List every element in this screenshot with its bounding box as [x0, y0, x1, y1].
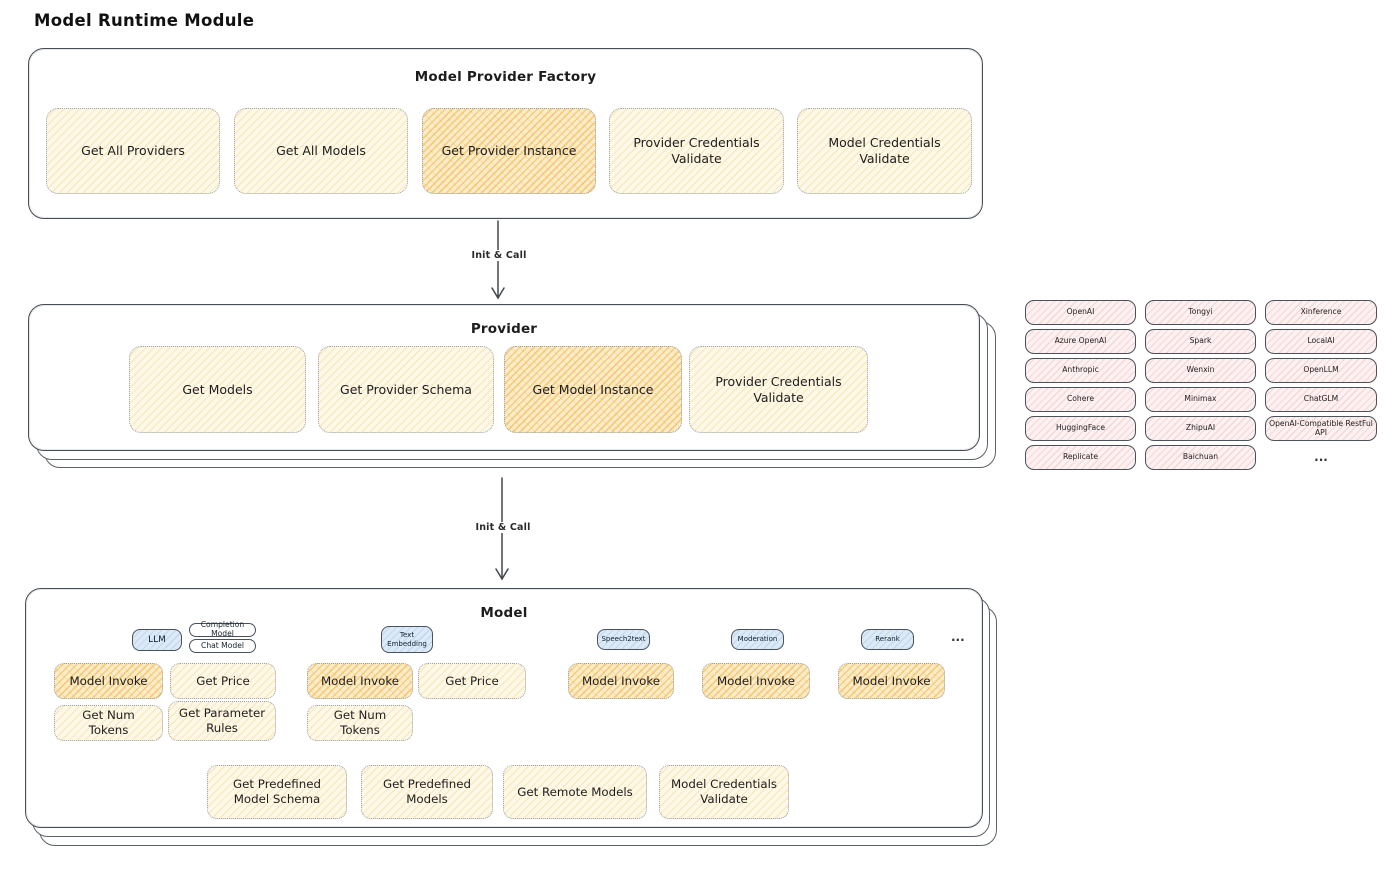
- factory-title: Model Provider Factory: [414, 69, 597, 85]
- node-model-invoke-speech2text: Model Invoke: [568, 663, 674, 699]
- arrow1-label: Init & Call: [466, 250, 532, 261]
- node-get-model-instance: Get Model Instance: [504, 346, 682, 433]
- provider-chip-spark: Spark: [1145, 329, 1256, 354]
- providers-grid: OpenAI Tongyi Xinference Azure OpenAI Sp…: [1025, 300, 1379, 470]
- model-provider-factory-box: Model Provider Factory Get All Providers…: [28, 48, 983, 219]
- provider-chip-azure-openai: Azure OpenAI: [1025, 329, 1136, 354]
- tag-llm: LLM: [132, 629, 182, 651]
- provider-chip-chatglm: ChatGLM: [1265, 387, 1377, 412]
- node-get-price-llm: Get Price: [170, 663, 276, 699]
- provider-chip-tongyi: Tongyi: [1145, 300, 1256, 325]
- provider-title: Provider: [470, 321, 538, 337]
- node-get-provider-schema: Get Provider Schema: [318, 346, 494, 433]
- tag-completion-model: Completion Model: [189, 620, 256, 638]
- tag-chat-model: Chat Model: [189, 639, 256, 653]
- provider-chip-zhipuai: ZhipuAI: [1145, 416, 1256, 441]
- node-model-credentials-validate: Model Credentials Validate: [797, 108, 972, 194]
- node-model-invoke-llm: Model Invoke: [54, 663, 163, 699]
- node-get-num-tokens-llm: Get Num Tokens: [54, 705, 163, 741]
- page-title: Model Runtime Module: [34, 11, 255, 30]
- node-get-provider-instance: Get Provider Instance: [422, 108, 596, 194]
- down-arrow-icon: [491, 220, 505, 300]
- tag-moderation: Moderation: [731, 629, 784, 650]
- provider-chip-replicate: Replicate: [1025, 445, 1136, 470]
- provider-box: Provider Get Models Get Provider Schema …: [28, 304, 980, 451]
- providers-more-ellipsis: ...: [1314, 449, 1328, 464]
- node-get-num-tokens-text-embedding: Get Num Tokens: [307, 705, 413, 741]
- provider-chip-minimax: Minimax: [1145, 387, 1256, 412]
- provider-chip-huggingface: HuggingFace: [1025, 416, 1136, 441]
- node-model-invoke-text-embedding: Model Invoke: [307, 663, 413, 699]
- model-title: Model: [480, 605, 528, 621]
- node-model-credentials-validate-2: Model Credentials Validate: [659, 765, 789, 819]
- provider-chip-cohere: Cohere: [1025, 387, 1136, 412]
- provider-chip-wenxin: Wenxin: [1145, 358, 1256, 383]
- tag-text-embedding: Text Embedding: [381, 626, 433, 653]
- provider-chip-openai: OpenAI: [1025, 300, 1136, 325]
- node-get-all-models: Get All Models: [234, 108, 408, 194]
- provider-chip-baichuan: Baichuan: [1145, 445, 1256, 470]
- node-model-invoke-moderation: Model Invoke: [702, 663, 810, 699]
- node-provider-credentials-validate: Provider Credentials Validate: [609, 108, 784, 194]
- node-get-predefined-model-schema: Get Predefined Model Schema: [207, 765, 347, 819]
- provider-chip-openllm: OpenLLM: [1265, 358, 1377, 383]
- node-get-models: Get Models: [129, 346, 306, 433]
- node-get-remote-models: Get Remote Models: [503, 765, 647, 819]
- node-get-parameter-rules: Get Parameter Rules: [168, 701, 276, 741]
- model-types-more-ellipsis: ...: [951, 630, 965, 644]
- node-get-price-text-embedding: Get Price: [418, 663, 526, 699]
- node-get-predefined-models: Get Predefined Models: [361, 765, 493, 819]
- node-model-invoke-rerank: Model Invoke: [838, 663, 945, 699]
- provider-chip-anthropic: Anthropic: [1025, 358, 1136, 383]
- provider-chip-xinference: Xinference: [1265, 300, 1377, 325]
- arrow2-label: Init & Call: [470, 522, 536, 533]
- provider-chip-openai-compatible: OpenAI-Compatible RestFul API: [1265, 416, 1377, 441]
- node-provider-credentials-validate-2: Provider Credentials Validate: [689, 346, 868, 433]
- model-box: Model LLM Completion Model Chat Model Te…: [25, 588, 983, 828]
- tag-rerank: Rerank: [861, 629, 914, 650]
- node-get-all-providers: Get All Providers: [46, 108, 220, 194]
- provider-chip-localai: LocalAI: [1265, 329, 1377, 354]
- tag-speech2text: Speech2text: [597, 629, 650, 650]
